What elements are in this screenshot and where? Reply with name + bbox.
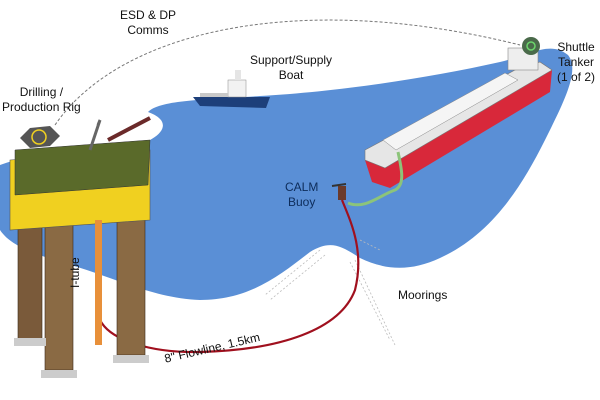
comms-link-line xyxy=(54,19,521,126)
boat-label-line2: Boat xyxy=(278,68,304,82)
itube-label: I-tube xyxy=(68,257,82,288)
comms-label-line1: ESD & DP xyxy=(120,8,177,22)
buoy-label-line2: Buoy xyxy=(287,195,316,209)
support-boat xyxy=(193,70,270,108)
buoy-label: CALM Buoy xyxy=(285,180,318,210)
tanker-label: Shuttle Tanker (1 of 2) xyxy=(557,40,595,85)
rig-label-line2: Production Rig xyxy=(2,100,81,114)
shuttle-tanker xyxy=(364,37,553,188)
boat-label: Support/Supply Boat xyxy=(250,53,332,83)
rig-label: Drilling / Production Rig xyxy=(2,85,81,115)
drilling-production-rig xyxy=(9,116,151,378)
buoy-label-line1: CALM xyxy=(285,180,319,194)
boat-label-line1: Support/Supply xyxy=(250,53,333,67)
tanker-label-line3: (1 of 2) xyxy=(557,70,596,84)
comms-label: ESD & DP Comms xyxy=(120,8,176,38)
comms-label-line2: Comms xyxy=(127,23,169,37)
mooring-lines xyxy=(264,239,396,346)
moorings-label: Moorings xyxy=(398,288,448,302)
tanker-label-line2: Tanker xyxy=(557,55,595,69)
offloading-hose xyxy=(347,151,404,207)
rig-label-line1: Drilling / xyxy=(19,85,64,99)
tanker-label-line1: Shuttle xyxy=(557,40,595,54)
calm-buoy xyxy=(331,183,347,200)
